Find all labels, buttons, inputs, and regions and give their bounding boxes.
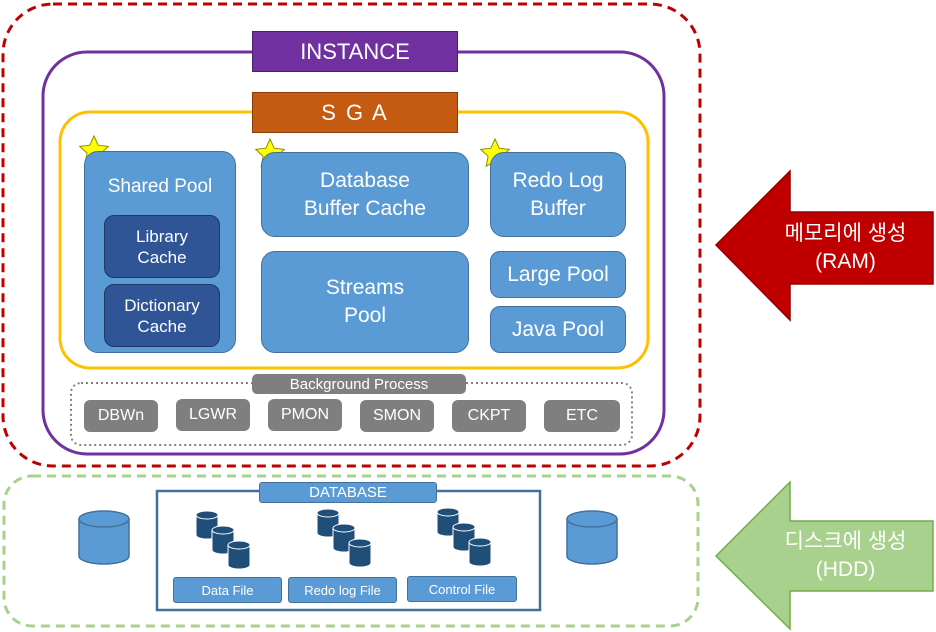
java-pool: Java Pool <box>490 306 626 353</box>
process-etc: ETC <box>544 400 620 432</box>
ram-arrow-icon <box>714 169 934 322</box>
data-file-cylinders-icon <box>195 510 251 570</box>
instance-title: INSTANCE <box>252 31 458 72</box>
disk-cylinder-icon-left <box>78 510 130 565</box>
control-file: Control File <box>407 576 517 602</box>
redo-log-file-cylinders-icon <box>316 508 372 568</box>
database-title: DATABASE <box>259 482 437 503</box>
process-ckpt: CKPT <box>452 400 526 432</box>
control-file-cylinders-icon <box>436 507 492 567</box>
ram-arrow-label: 메모리에 생성 (RAM) <box>784 222 907 273</box>
hdd-arrow-icon <box>714 480 934 631</box>
background-process-title: Background Process <box>252 374 466 394</box>
process-smon: SMON <box>360 400 434 432</box>
streams-pool: Streams Pool <box>261 251 469 353</box>
hdd-arrow-label: 디스크에 생성 (HDD) <box>784 530 907 581</box>
process-dbwn: DBWn <box>84 400 158 432</box>
hdd-region-border <box>2 474 700 628</box>
redo-log-buffer: Redo Log Buffer <box>490 152 626 237</box>
redo-log-file: Redo log File <box>288 577 397 603</box>
data-file: Data File <box>173 577 282 603</box>
process-lgwr: LGWR <box>176 399 250 431</box>
large-pool: Large Pool <box>490 251 626 298</box>
disk-cylinder-icon-right <box>566 510 618 565</box>
library-cache: Library Cache <box>104 215 220 278</box>
shared-pool-label: Shared Pool <box>107 176 213 197</box>
sga-title: S G A <box>252 92 458 133</box>
dictionary-cache: Dictionary Cache <box>104 284 220 347</box>
process-pmon: PMON <box>268 399 342 431</box>
database-buffer-cache: Database Buffer Cache <box>261 152 469 237</box>
ram-region-border <box>1 2 702 468</box>
